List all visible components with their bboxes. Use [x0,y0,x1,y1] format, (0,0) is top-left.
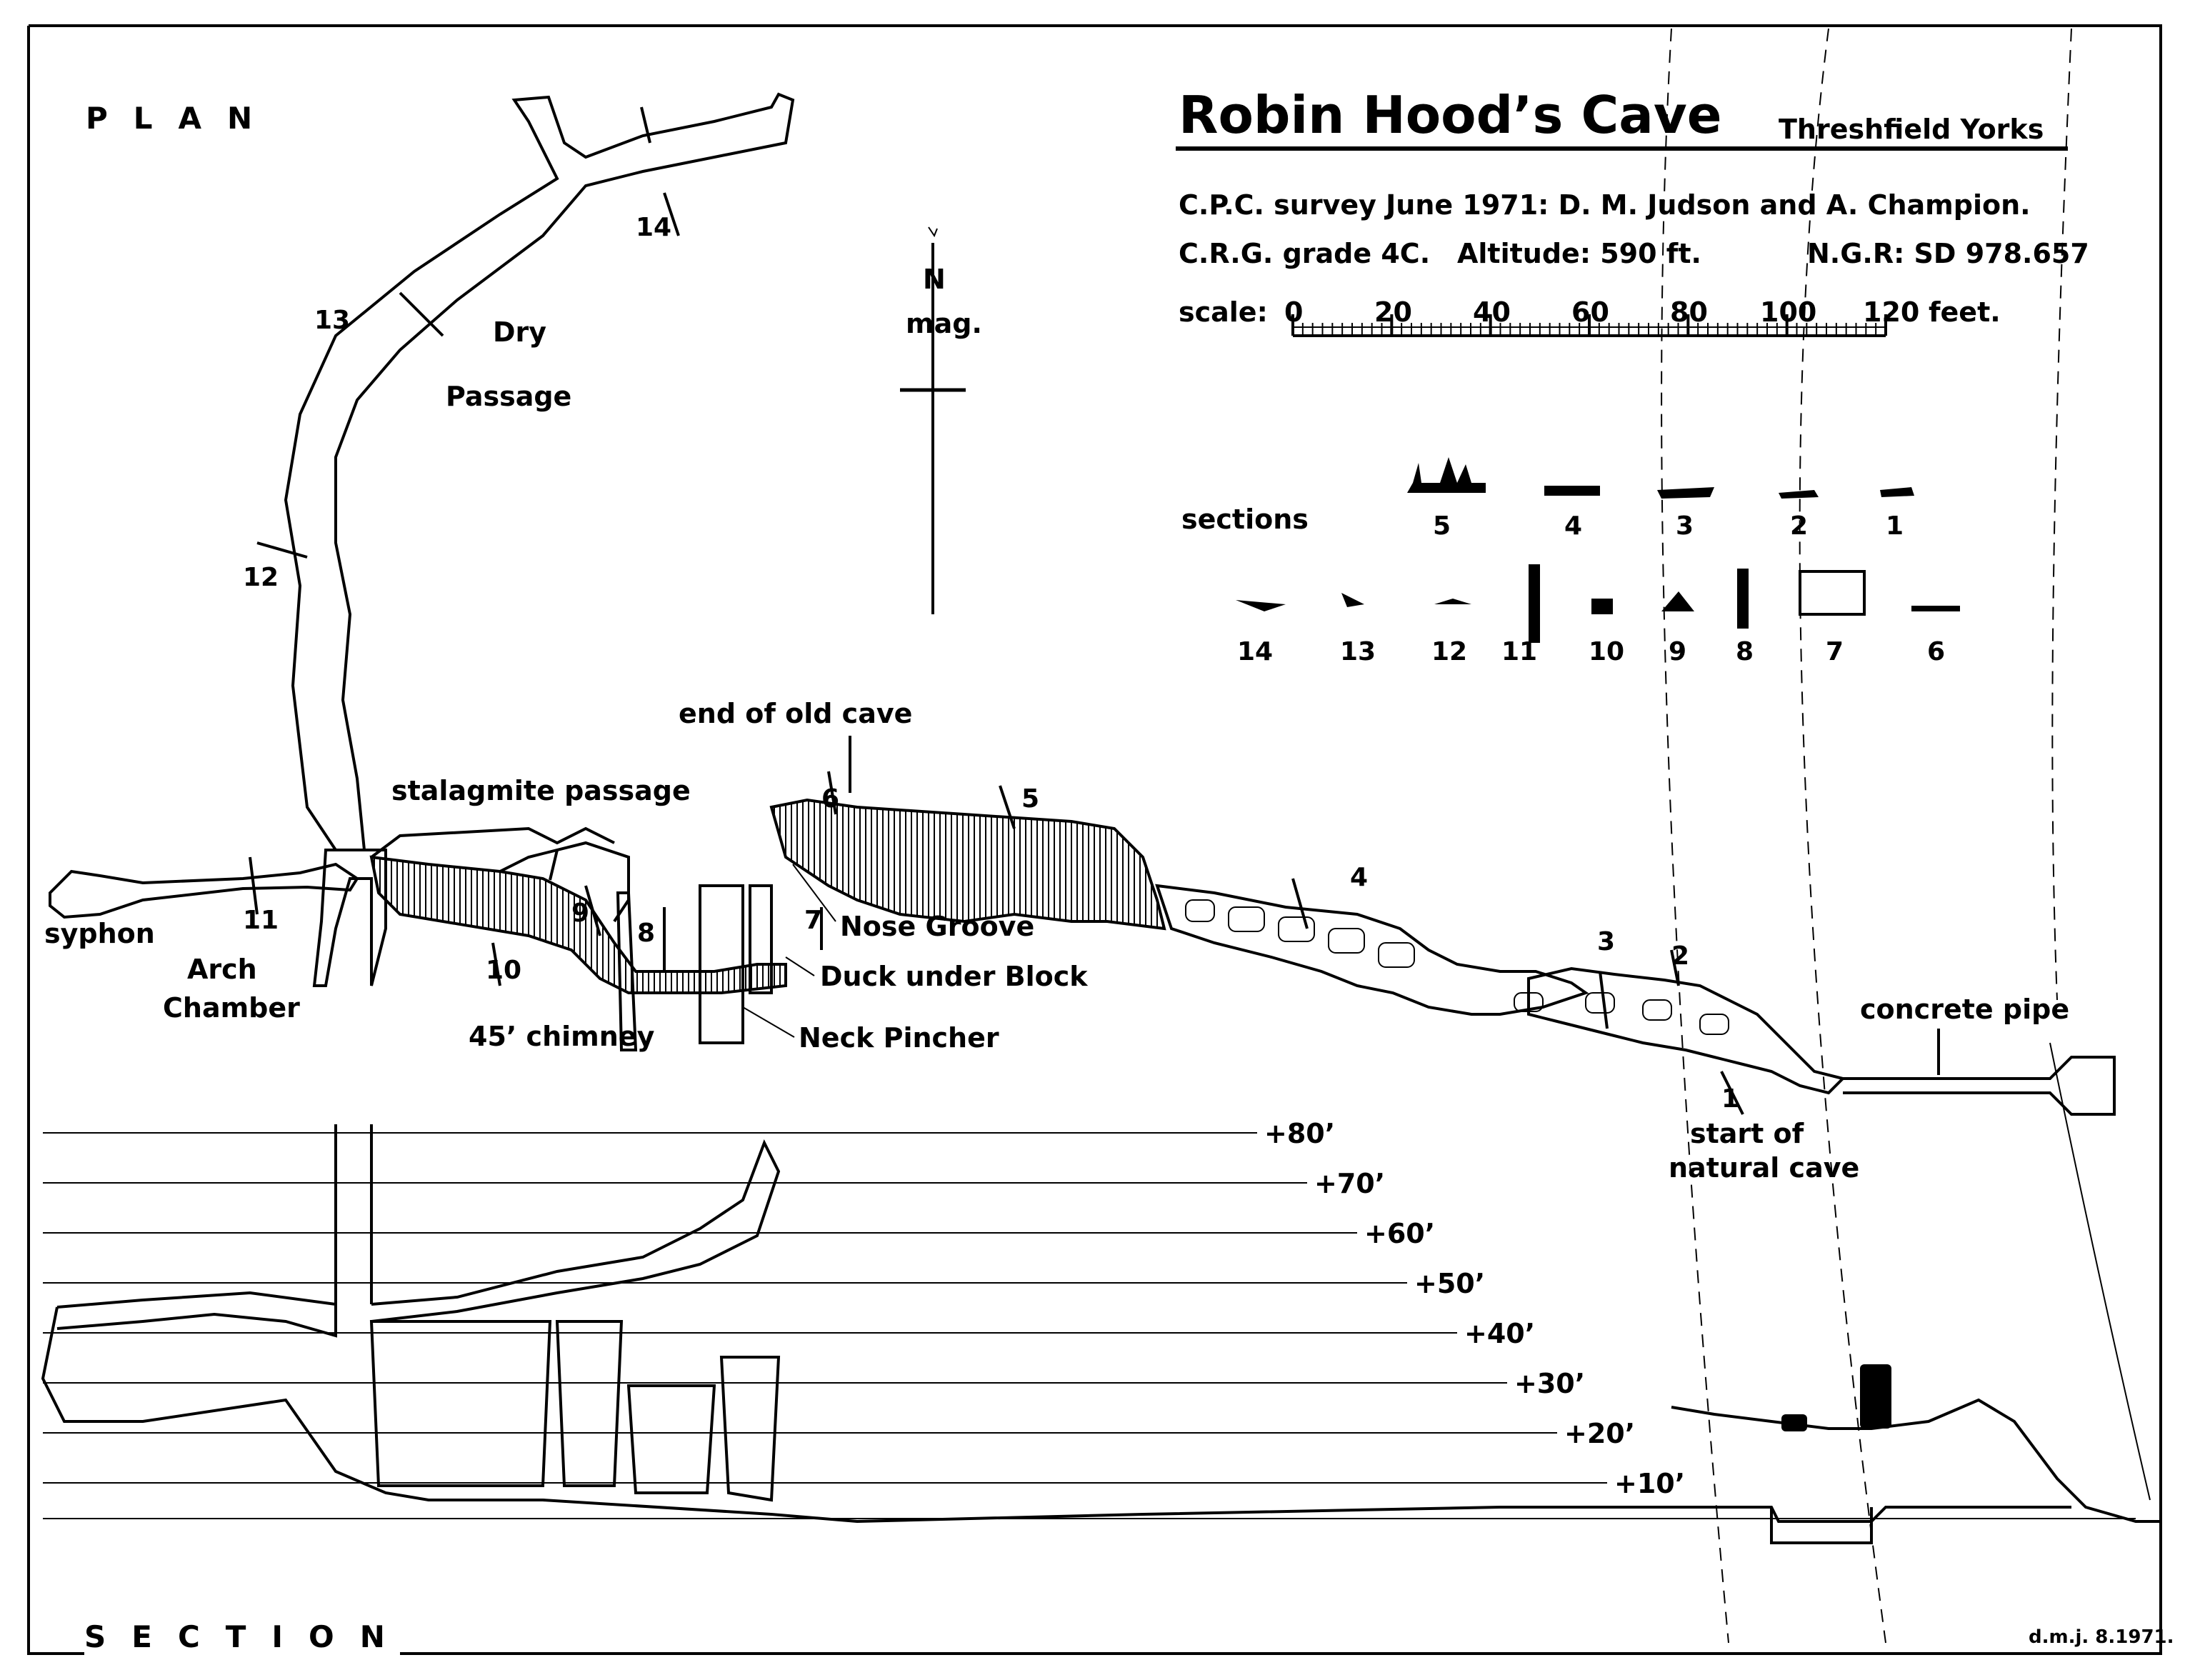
label-syphon: syphon [44,918,155,949]
plan-mark-5: 5 [1021,784,1039,814]
label-stalagmite-passage: stalagmite passage [391,775,691,806]
height-40: +40’ [1464,1318,1535,1349]
plan-mark-2: 2 [1671,941,1689,971]
grade-text: C.R.G. grade 4C. [1179,238,1430,269]
label-neck-pincher: Neck Pincher [799,1022,999,1054]
map-title: Robin Hood’s Cave [1179,85,1722,145]
plan-mark-9: 9 [571,899,589,928]
plan-mark-1: 1 [1721,1084,1739,1114]
north-arrow [900,226,966,614]
label-end-old-cave: end of old cave [679,698,912,729]
label-dry: Dry [493,316,546,348]
plan-mark-3: 3 [1597,927,1615,956]
north-letter: N [923,264,946,295]
neck-pincher-leader [742,1006,795,1038]
section-no-9: 9 [1669,637,1686,666]
stalagmite-bracket [370,826,615,859]
section-shapes [1236,457,1960,643]
scale-tick-60: 60 [1571,296,1609,328]
section-no-1: 1 [1886,511,1904,541]
plan-mark-12: 12 [243,563,279,592]
label-duck-under-block: Duck under Block [820,961,1088,992]
height-20: +20’ [1564,1418,1635,1449]
plan-passages [49,92,2116,1116]
section-no-6: 6 [1927,637,1945,666]
scale-tick-40: 40 [1473,296,1511,328]
plan-mark-8: 8 [637,919,655,948]
plan-mark-14: 14 [636,213,671,242]
label-concrete-pipe: concrete pipe [1860,994,2069,1025]
plan-mark-13: 13 [314,306,350,335]
plan-mark-11: 11 [243,906,279,935]
section-no-7: 7 [1826,637,1844,666]
section-no-11: 11 [1501,637,1537,666]
label-arch: Arch [187,954,257,985]
label-natural-cave: natural cave [1669,1152,1859,1184]
survey-credit: C.P.C. survey June 1971: D. M. Judson an… [1179,189,2031,221]
section-no-5: 5 [1433,511,1451,541]
section-no-8: 8 [1736,637,1754,666]
section-no-2: 2 [1790,511,1808,541]
section-no-12: 12 [1431,637,1467,666]
plan-section-lines [249,106,1744,1115]
section-no-13: 13 [1340,637,1376,666]
nose-groove-leader [792,864,836,922]
map-frame [27,24,2162,1655]
scale-tick-80: 80 [1670,296,1708,328]
scale-label: scale: [1179,296,1268,328]
section-no-3: 3 [1676,511,1694,541]
plan-mark-6: 6 [821,784,839,814]
scale-unit: feet. [1929,296,2001,328]
label-passage: Passage [446,381,571,412]
height-10: +10’ [1614,1468,1685,1499]
scale-tick-0: 0 [1284,296,1303,328]
car-icon [1781,1414,1807,1431]
height-80: +80’ [1264,1118,1335,1149]
section-label: SECTION [84,1619,411,1654]
sections-label: sections [1181,504,1309,535]
height-50: +50’ [1414,1268,1485,1299]
plan-mark-7: 7 [804,906,822,935]
north-mag-text: mag. [906,308,982,339]
label-nose-groove: Nose Groove [840,911,1034,942]
duck-block-leader [785,956,815,976]
scale-tick-120: 120 [1863,296,1919,328]
section-no-14: 14 [1237,637,1273,666]
label-chamber: Chamber [163,992,300,1024]
height-60: +60’ [1364,1218,1435,1249]
plan-mark-10: 10 [486,956,521,985]
height-70: +70’ [1314,1168,1385,1199]
contour-lines [1661,28,2151,1644]
label-45-chimney: 45’ chimney [469,1021,655,1052]
elevation-lines [43,1132,2136,1519]
height-30: +30’ [1514,1368,1585,1399]
scale-bar [1291,314,1887,337]
signature: d.m.j. 8.1971. [2029,1626,2174,1648]
plan-mark-4: 4 [1350,863,1368,892]
plan-label: PLAN [86,101,278,136]
altitude-text: Altitude: 590 ft. [1457,238,1701,269]
section-no-4: 4 [1564,511,1582,541]
section-no-10: 10 [1589,637,1624,666]
scale-tick-100: 100 [1760,296,1816,328]
label-start-of: start of [1690,1118,1804,1149]
scale-tick-20: 20 [1374,296,1412,328]
elevation-cave-profile [41,1124,2161,1544]
bus-icon [1860,1364,1891,1429]
location-text: Threshfield Yorks [1779,114,2044,145]
ngr-text: N.G.R: SD 978.657 [1807,238,2089,269]
